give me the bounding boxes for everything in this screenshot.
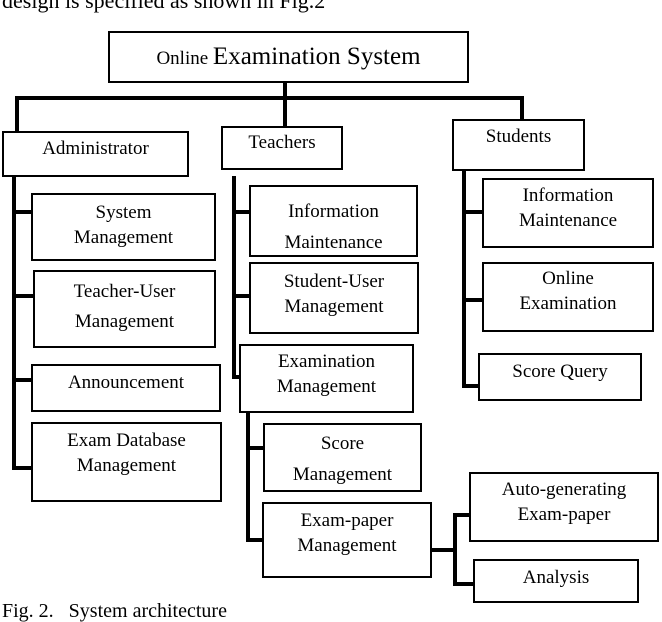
root-node-title: Examination System	[212, 43, 421, 70]
node-label: Announcement	[67, 372, 185, 393]
node-label-line1: Student-User	[283, 271, 385, 292]
cropped-heading-text: design is specified as shown in Fig.2	[2, 0, 326, 13]
node-label: Teachers	[248, 132, 316, 153]
announcement-node: Announcement	[31, 364, 221, 412]
node-label-line2: Maintenance	[518, 210, 618, 231]
node-label-line2: Management	[76, 455, 177, 476]
node-label-line2: Maintenance	[284, 232, 383, 253]
teacher-information-maintenance-node: Information Maintenance	[249, 185, 418, 257]
analysis-node: Analysis	[473, 559, 639, 603]
teacher-user-management-node: Teacher-User Management	[33, 270, 216, 348]
figure-caption: Fig. 2. System architecture	[2, 600, 227, 622]
auto-generating-exam-paper-node: Auto-generating Exam-paper	[469, 472, 659, 542]
node-label-line2: Management	[284, 296, 384, 317]
teachers-node: Teachers	[221, 126, 343, 170]
node-label-line2: Management	[297, 535, 397, 556]
node-label-line1: Auto-generating	[501, 479, 627, 500]
node-label-line1: Exam-paper	[300, 510, 394, 531]
students-node: Students	[452, 119, 585, 171]
online-examination-node: Online Examination	[482, 262, 654, 332]
node-label-line2: Exam-paper	[517, 504, 611, 525]
node-label-line1: Information	[288, 201, 379, 222]
node-label-line2: Examination	[519, 293, 617, 314]
examination-management-node: Examination Management	[239, 344, 414, 413]
score-query-node: Score Query	[478, 353, 642, 401]
system-management-node: System Management	[31, 193, 216, 261]
exam-database-management-node: Exam Database Management	[31, 422, 222, 502]
node-label-line1: Exam Database	[67, 430, 186, 451]
node-label-line1: Teacher-User	[73, 281, 176, 302]
node-label: Analysis	[522, 567, 590, 588]
node-label: Administrator	[42, 138, 149, 159]
node-label-line1: System	[95, 202, 152, 223]
exam-paper-management-node: Exam-paper Management	[262, 502, 432, 578]
node-label-line1: Score	[320, 433, 365, 454]
node-label: Score Query	[512, 361, 608, 382]
node-label-line2: Management	[73, 227, 174, 248]
node-label: Students	[485, 126, 552, 147]
root-node-prefix: Online	[156, 48, 209, 69]
node-label-line2: Management	[276, 376, 377, 397]
student-user-management-node: Student-User Management	[249, 262, 419, 334]
score-management-node: Score Management	[263, 423, 422, 492]
student-information-maintenance-node: Information Maintenance	[482, 178, 654, 248]
administrator-node: Administrator	[2, 131, 189, 177]
node-label-line1: Examination	[277, 351, 376, 372]
node-label-line1: Online	[542, 268, 594, 289]
node-label-line1: Information	[522, 185, 614, 206]
node-label-line2: Management	[74, 311, 175, 332]
root-node: Online Examination System	[108, 31, 469, 83]
node-label-line2: Management	[292, 464, 393, 485]
